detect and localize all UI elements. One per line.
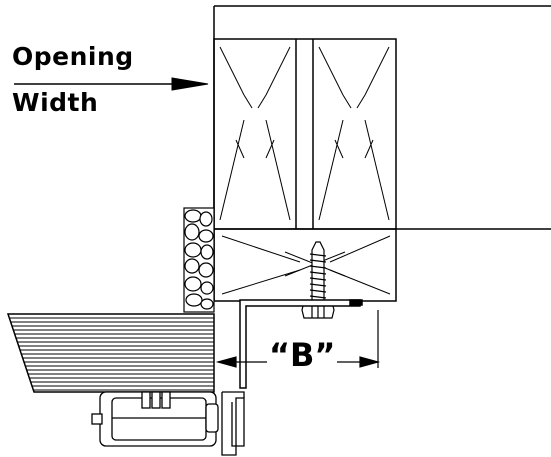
wall-outline [213, 5, 551, 300]
opening-label: Opening [12, 42, 134, 71]
upper-frame-x-marks [219, 46, 390, 221]
stone-wall [183, 207, 215, 313]
roller-icon [91, 391, 219, 447]
l-bracket [239, 299, 363, 389]
dimension-b-label: “B” [267, 336, 338, 374]
opening-width-arrow [14, 77, 209, 91]
sill-block [213, 228, 397, 302]
door-track [221, 391, 245, 456]
width-label: Width [12, 88, 99, 117]
deck-boards [6, 313, 215, 393]
